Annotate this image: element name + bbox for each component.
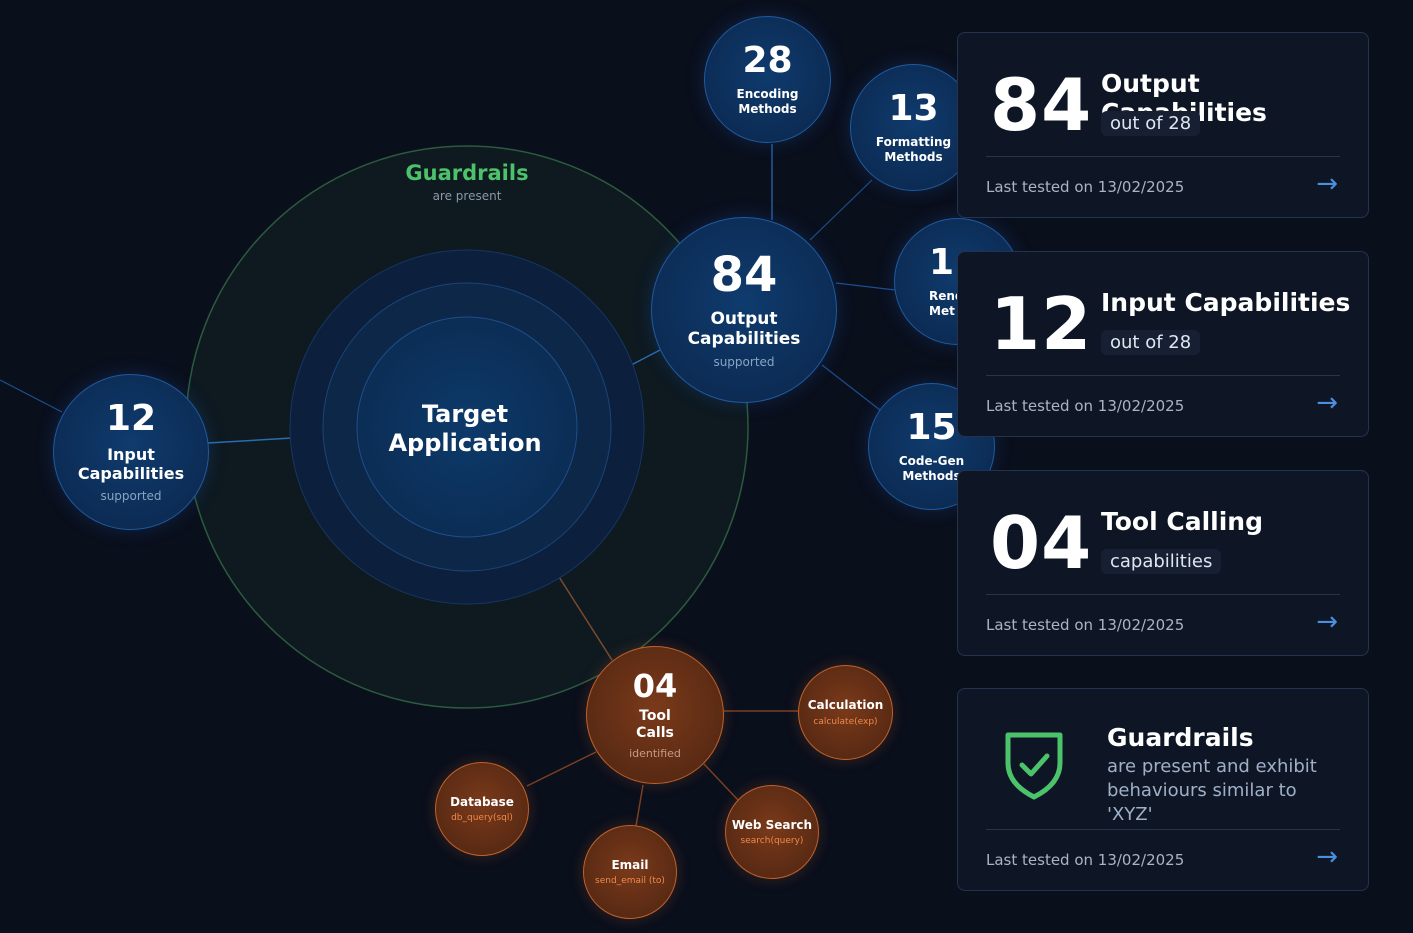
connector-line: [0, 379, 63, 413]
card-pill: capabilities: [1101, 549, 1222, 574]
node-number: 84: [710, 246, 778, 303]
node-number: 28: [742, 40, 793, 82]
node-label: Encoding: [736, 87, 799, 102]
card-title: Tool Calling: [1101, 507, 1263, 536]
node-number: 1: [929, 242, 955, 284]
database-node[interactable]: Database db_query(sql): [435, 762, 529, 856]
node-label: Met: [929, 303, 955, 318]
arrow-right-icon[interactable]: →: [1316, 607, 1338, 637]
node-label: Capabilities: [77, 464, 185, 483]
node-label: Calculation: [807, 698, 884, 713]
node-label: Input: [107, 444, 155, 464]
card-divider: [986, 829, 1340, 830]
node-label: Methods: [884, 149, 943, 164]
node-sub: supported: [100, 489, 162, 504]
card-pill: out of 28: [1101, 330, 1201, 355]
output-capabilities-node[interactable]: 84 Output Capabilities supported: [651, 217, 837, 403]
node-code: calculate(exp): [813, 716, 878, 727]
tool-calling-card[interactable]: 04 Tool Calling capabilities Last tested…: [957, 470, 1369, 656]
node-code: db_query(sql): [451, 813, 513, 824]
card-divider: [986, 156, 1340, 157]
card-divider: [986, 594, 1340, 595]
card-desc: behaviours similar to 'XYZ': [1107, 780, 1297, 825]
center-title-line2: Application: [388, 429, 541, 457]
card-desc: are present and exhibit: [1107, 756, 1317, 777]
inner-ring: [356, 316, 578, 538]
node-number: 12: [105, 397, 157, 439]
web-search-node[interactable]: Web Search search(query): [725, 785, 819, 879]
encoding-methods-node[interactable]: 28 Encoding Methods: [704, 16, 831, 143]
card-title: Input Capabilities: [1101, 288, 1351, 317]
formatting-methods-node[interactable]: 13 Formatting Methods: [850, 64, 977, 191]
card-big-number: 12: [990, 282, 1093, 366]
card-tested: Last tested on 13/02/2025: [986, 616, 1185, 634]
node-label: Web Search: [731, 817, 813, 832]
node-label: Rend: [929, 289, 964, 304]
node-code: search(query): [740, 836, 804, 847]
tool-calls-node[interactable]: 04 Tool Calls identified: [586, 646, 724, 784]
node-label: Calls: [636, 725, 674, 741]
card-divider: [986, 375, 1340, 376]
center-title-line1: Target: [422, 400, 508, 428]
node-label: Formatting: [875, 135, 952, 150]
node-label: Email: [611, 857, 649, 872]
guardrails-subtitle: are present: [433, 189, 502, 203]
input-capabilities-card[interactable]: 12 Input Capabilities out of 28 Last tes…: [957, 251, 1369, 437]
node-sub: supported: [713, 355, 775, 370]
output-capabilities-card[interactable]: 84 Output Capabilities out of 28 Last te…: [957, 32, 1369, 218]
card-pill: out of 28: [1101, 111, 1201, 136]
connector-line: [821, 364, 881, 411]
node-code: send_email (to): [595, 876, 665, 887]
node-label: Methods: [738, 101, 797, 116]
node-label: Capabilities: [687, 329, 801, 349]
card-big-number: 04: [990, 501, 1093, 585]
connector-line: [635, 784, 644, 827]
shield-check-icon: [1005, 732, 1063, 800]
node-number: 15: [906, 407, 957, 449]
node-label: Code-Gen: [898, 454, 965, 469]
card-title: Guardrails: [1107, 723, 1254, 752]
card-tested: Last tested on 13/02/2025: [986, 178, 1185, 196]
node-label: Database: [450, 794, 514, 809]
calculation-node[interactable]: Calculation calculate(exp): [798, 665, 893, 760]
connector-line: [835, 282, 896, 291]
node-label: Tool: [639, 708, 671, 725]
arrow-right-icon[interactable]: →: [1316, 169, 1338, 199]
arrow-right-icon[interactable]: →: [1316, 388, 1338, 418]
guardrails-title: Guardrails: [405, 161, 528, 185]
connector-line: [809, 179, 873, 241]
input-capabilities-node[interactable]: 12 Input Capabilities supported: [53, 374, 209, 530]
guardrails-card[interactable]: Guardrails are present and exhibit behav…: [957, 688, 1369, 891]
node-number: 13: [888, 88, 939, 130]
card-tested: Last tested on 13/02/2025: [986, 397, 1185, 415]
email-node[interactable]: Email send_email (to): [583, 825, 677, 919]
card-tested: Last tested on 13/02/2025: [986, 851, 1185, 869]
connector-line: [703, 763, 739, 801]
node-sub: identified: [629, 746, 681, 760]
card-big-number: 84: [990, 63, 1093, 147]
node-number: 04: [632, 667, 678, 706]
connector-line: [526, 751, 597, 787]
node-label: Output: [710, 308, 778, 329]
arrow-right-icon[interactable]: →: [1316, 842, 1338, 872]
node-label: Methods: [902, 468, 961, 483]
